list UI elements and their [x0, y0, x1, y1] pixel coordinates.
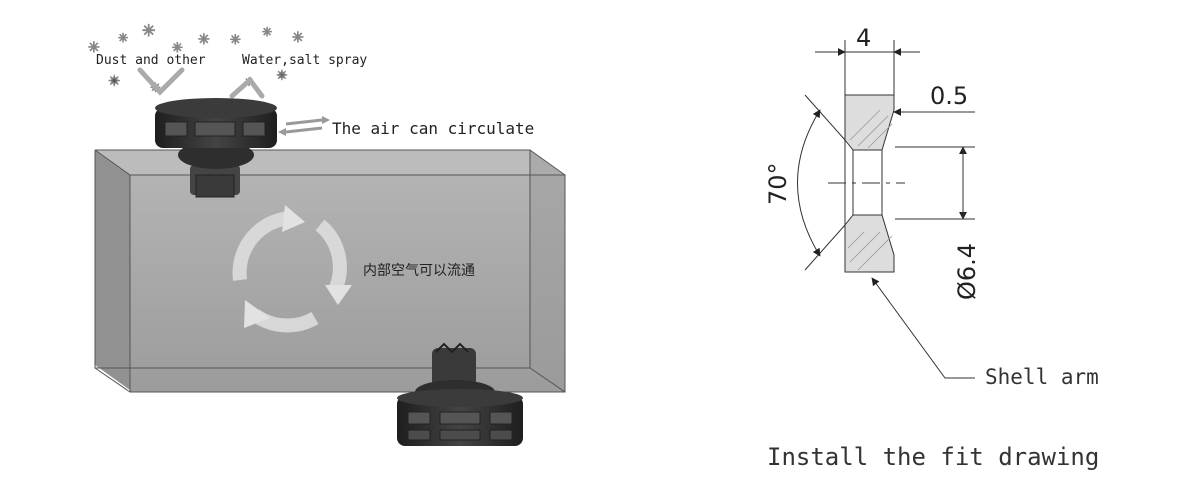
enclosure-illustration: ✳ ✳ ✳ ✳ ✳ ✷ ✷ ✳ ✳ ✳ ✷ ✷ Dust and other W… — [88, 21, 566, 446]
dust-label: Dust and other — [96, 53, 206, 68]
drawing-caption: Install the fit drawing — [767, 443, 1099, 471]
enclosure-box — [94, 149, 566, 393]
svg-text:✳: ✳ — [292, 30, 304, 46]
svg-text:✷: ✷ — [276, 68, 288, 84]
diameter-value: Ø6.4 — [953, 243, 981, 300]
svg-text:✳: ✳ — [230, 33, 241, 48]
circulation-arrowheads — [244, 205, 352, 328]
top-vent — [155, 98, 277, 198]
svg-text:✳: ✳ — [118, 31, 128, 45]
svg-text:✷: ✷ — [108, 72, 121, 90]
offset-value: 0.5 — [930, 82, 968, 110]
shell-arm-leader — [871, 277, 975, 379]
blocked-arrows — [137, 67, 265, 99]
svg-text:✳: ✳ — [142, 21, 155, 40]
angle-dimension — [797, 94, 846, 271]
shell-arm-profile — [844, 94, 895, 273]
technical-drawing: 4 0.5 Ø6.4 70° — [764, 24, 981, 379]
svg-text:✳: ✳ — [262, 25, 272, 39]
diameter-dimension — [895, 146, 975, 220]
shell-arm-label: Shell arm — [985, 365, 1099, 389]
width-dimension — [815, 40, 920, 95]
angle-value: 70° — [764, 162, 792, 205]
svg-text:✳: ✳ — [198, 32, 210, 48]
width-value: 4 — [856, 24, 871, 52]
internal-air-label: 内部空气可以流通 — [363, 263, 475, 279]
svg-text:✳: ✳ — [172, 41, 183, 56]
water-label: Water,salt spray — [242, 53, 367, 68]
bottom-vent — [397, 342, 523, 446]
air-arrows — [278, 116, 330, 136]
svg-text:✳: ✳ — [88, 40, 100, 56]
air-circulate-label: The air can circulate — [332, 119, 534, 138]
